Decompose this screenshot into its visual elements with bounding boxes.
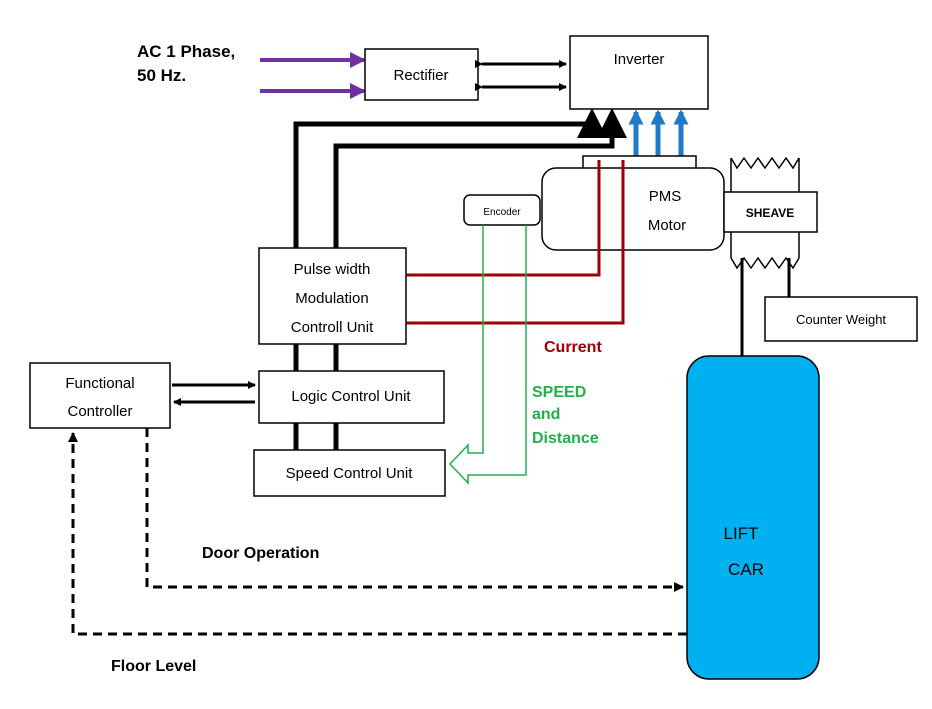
speed-control-label: Speed Control Unit bbox=[286, 465, 414, 482]
functional-controller-block: Functional Controller bbox=[29, 362, 171, 429]
functional-label-line1: Functional bbox=[65, 375, 134, 392]
functional-logic-link bbox=[172, 381, 256, 406]
door-operation-line bbox=[145, 428, 684, 592]
sheave-block: SHEAVE bbox=[723, 156, 818, 270]
encoder-block: Encoder bbox=[463, 194, 541, 226]
logic-control-unit: Logic Control Unit bbox=[258, 370, 445, 424]
counter-weight-label: Counter Weight bbox=[796, 312, 886, 327]
counter-weight-block: Counter Weight bbox=[764, 296, 918, 342]
current-label: Current bbox=[544, 339, 602, 356]
lift-car-label-line1: LIFT bbox=[724, 524, 759, 543]
ac-input-label-line2: 50 Hz. bbox=[137, 66, 186, 85]
inverter-label: Inverter bbox=[614, 51, 665, 68]
speed-label-line2: and bbox=[532, 406, 560, 423]
motor-label-line1: PMS bbox=[649, 188, 682, 205]
inverter-block: Inverter bbox=[569, 35, 709, 110]
pwm-to-inverter-lines bbox=[293, 108, 627, 248]
speed-signal-arrow bbox=[448, 225, 527, 485]
speed-label-line1: SPEED bbox=[532, 384, 586, 401]
rectifier-label: Rectifier bbox=[393, 67, 448, 84]
motor-label-line2: Motor bbox=[648, 217, 686, 234]
speed-label: SPEED and Distance bbox=[532, 384, 599, 447]
pwm-label-line1: Pulse width bbox=[294, 261, 371, 278]
logic-label: Logic Control Unit bbox=[291, 388, 411, 405]
sheave-label: SHEAVE bbox=[746, 206, 794, 220]
door-operation-label: Door Operation bbox=[202, 545, 319, 562]
pwm-control-unit: Pulse width Modulation Controll Unit bbox=[258, 247, 407, 345]
pms-motor-block: PMS Motor bbox=[541, 167, 725, 251]
rectifier-block: Rectifier bbox=[364, 48, 479, 101]
floor-level-label: Floor Level bbox=[111, 658, 196, 675]
ac-input-label: AC 1 Phase, 50 Hz. bbox=[137, 42, 235, 85]
control-unit-bus bbox=[293, 344, 339, 450]
pwm-label-line3: Controll Unit bbox=[291, 319, 374, 336]
pwm-label-line2: Modulation bbox=[295, 290, 368, 307]
current-feedback-lines bbox=[406, 160, 625, 325]
encoder-label: Encoder bbox=[483, 207, 521, 218]
speed-label-line3: Distance bbox=[532, 430, 599, 447]
speed-control-unit: Speed Control Unit bbox=[253, 449, 446, 497]
ac-input-label-line1: AC 1 Phase, bbox=[137, 42, 235, 61]
rectifier-inverter-link bbox=[475, 60, 567, 91]
lift-car: LIFT CAR bbox=[686, 355, 820, 680]
lift-car-label-line2: CAR bbox=[728, 560, 764, 579]
functional-label-line2: Controller bbox=[67, 403, 132, 420]
